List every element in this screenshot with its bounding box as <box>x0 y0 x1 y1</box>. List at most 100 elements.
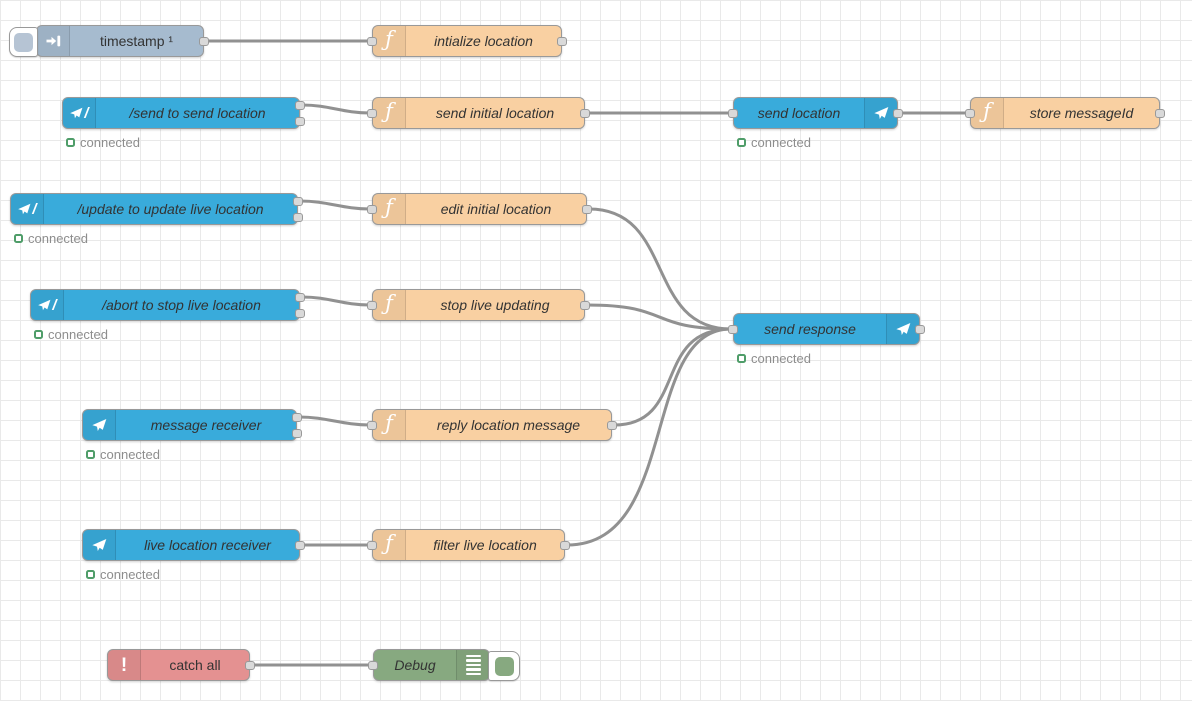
node-status: connected <box>86 567 160 582</box>
output-port[interactable] <box>199 37 209 46</box>
node-label: live location receiver <box>144 537 271 553</box>
status-text: connected <box>751 351 811 366</box>
node-status: connected <box>66 135 140 150</box>
wire-sendcmd-to-sendinitial[interactable] <box>300 103 372 115</box>
status-connected-icon <box>86 570 95 579</box>
node-function-stop-live-updating[interactable]: ƒ stop live updating <box>367 289 590 321</box>
node-status: connected <box>14 231 88 246</box>
node-telegram-command-update[interactable]: / /update to update live location connec… <box>10 193 303 246</box>
node-catch-all[interactable]: ! catch all <box>107 649 255 681</box>
status-text: connected <box>80 135 140 150</box>
output-port-1[interactable] <box>292 413 302 422</box>
output-port-1[interactable] <box>293 197 303 206</box>
node-label: /update to update live location <box>77 201 264 217</box>
node-function-send-initial-location[interactable]: ƒ send initial location <box>367 97 590 129</box>
node-status: connected <box>34 327 108 342</box>
wire-msgreceiver-to-replylocation[interactable] <box>297 415 372 427</box>
node-label: timestamp ¹ <box>99 33 174 49</box>
output-port[interactable] <box>580 301 590 310</box>
wire-updatecmd-to-editinitial[interactable] <box>298 199 372 211</box>
node-telegram-receiver-message[interactable]: message receiver connected <box>82 409 302 462</box>
function-icon: ƒ <box>373 530 406 560</box>
node-label: /send to send location <box>129 105 266 121</box>
wire-filterlive-to-sendresponse[interactable] <box>565 327 733 547</box>
input-port[interactable] <box>965 109 975 118</box>
input-port[interactable] <box>367 205 377 214</box>
output-port[interactable] <box>560 541 570 550</box>
exclamation-icon: ! <box>108 650 141 680</box>
debug-toggle-button[interactable] <box>488 651 520 681</box>
status-connected-icon <box>86 450 95 459</box>
node-label: /abort to stop live location <box>102 297 261 313</box>
node-telegram-receiver-live-location[interactable]: live location receiver connected <box>82 529 305 582</box>
node-telegram-command-abort[interactable]: / /abort to stop live location connected <box>30 289 305 342</box>
input-port[interactable] <box>367 421 377 430</box>
node-function-edit-initial-location[interactable]: ƒ edit initial location <box>367 193 592 225</box>
node-telegram-sender-send-location[interactable]: send location connected <box>728 97 903 150</box>
output-port-1[interactable] <box>295 293 305 302</box>
output-port[interactable] <box>245 661 255 670</box>
output-port[interactable] <box>557 37 567 46</box>
status-connected-icon <box>737 138 746 147</box>
output-port[interactable] <box>607 421 617 430</box>
inject-arrow-icon <box>37 26 70 56</box>
output-port[interactable] <box>893 109 903 118</box>
input-port[interactable] <box>367 37 377 46</box>
node-label: intialize location <box>434 33 533 49</box>
wire-replylocation-to-sendresponse[interactable] <box>612 327 733 427</box>
node-function-filter-live-location[interactable]: ƒ filter live location <box>367 529 570 561</box>
debug-toggle-button-fill <box>494 656 514 676</box>
node-label: message receiver <box>150 417 262 433</box>
output-port-2[interactable] <box>295 309 305 318</box>
output-port[interactable] <box>1155 109 1165 118</box>
output-port[interactable] <box>582 205 592 214</box>
telegram-sender-icon <box>864 98 897 128</box>
node-function-initialize-location[interactable]: ƒ intialize location <box>367 25 567 57</box>
status-text: connected <box>28 231 88 246</box>
telegram-command-icon: / <box>11 194 44 224</box>
node-status: connected <box>737 135 811 150</box>
node-label: edit initial location <box>440 201 552 217</box>
node-label: send response <box>764 321 856 337</box>
telegram-receiver-icon <box>83 410 116 440</box>
debug-list-icon <box>456 650 489 680</box>
node-status: connected <box>86 447 160 462</box>
output-port[interactable] <box>915 325 925 334</box>
wire-editinitial-to-sendresponse[interactable] <box>587 207 733 331</box>
output-port[interactable] <box>295 541 305 550</box>
output-port-2[interactable] <box>295 117 305 126</box>
node-label: stop live updating <box>440 297 550 313</box>
status-connected-icon <box>737 354 746 363</box>
input-port[interactable] <box>728 325 738 334</box>
node-inject-timestamp[interactable]: timestamp ¹ <box>9 25 209 57</box>
function-icon: ƒ <box>373 194 406 224</box>
input-port[interactable] <box>368 661 378 670</box>
wire-abortcmd-to-stoplive[interactable] <box>300 295 372 307</box>
node-debug[interactable]: Debug <box>368 649 520 681</box>
node-label: send initial location <box>435 105 555 121</box>
node-function-reply-location-message[interactable]: ƒ reply location message <box>367 409 617 441</box>
status-text: connected <box>100 567 160 582</box>
node-label: store messageId <box>1029 105 1134 121</box>
input-port[interactable] <box>367 301 377 310</box>
output-port[interactable] <box>580 109 590 118</box>
node-label: filter live location <box>433 537 537 553</box>
output-port-1[interactable] <box>295 101 305 110</box>
inject-trigger-button[interactable] <box>9 27 38 57</box>
status-connected-icon <box>34 330 43 339</box>
input-port[interactable] <box>728 109 738 118</box>
node-telegram-command-send[interactable]: / /send to send location connected <box>62 97 305 150</box>
wire-stoplive-to-sendresponse[interactable] <box>585 303 733 331</box>
input-port[interactable] <box>367 109 377 118</box>
output-port-2[interactable] <box>292 429 302 438</box>
node-label: reply location message <box>436 417 581 433</box>
node-function-store-messageid[interactable]: ƒ store messageId <box>965 97 1165 129</box>
node-label: send location <box>757 105 841 121</box>
output-port-2[interactable] <box>293 213 303 222</box>
input-port[interactable] <box>367 541 377 550</box>
function-icon: ƒ <box>373 290 406 320</box>
node-telegram-sender-send-response[interactable]: send response connected <box>728 313 925 366</box>
status-text: connected <box>48 327 108 342</box>
